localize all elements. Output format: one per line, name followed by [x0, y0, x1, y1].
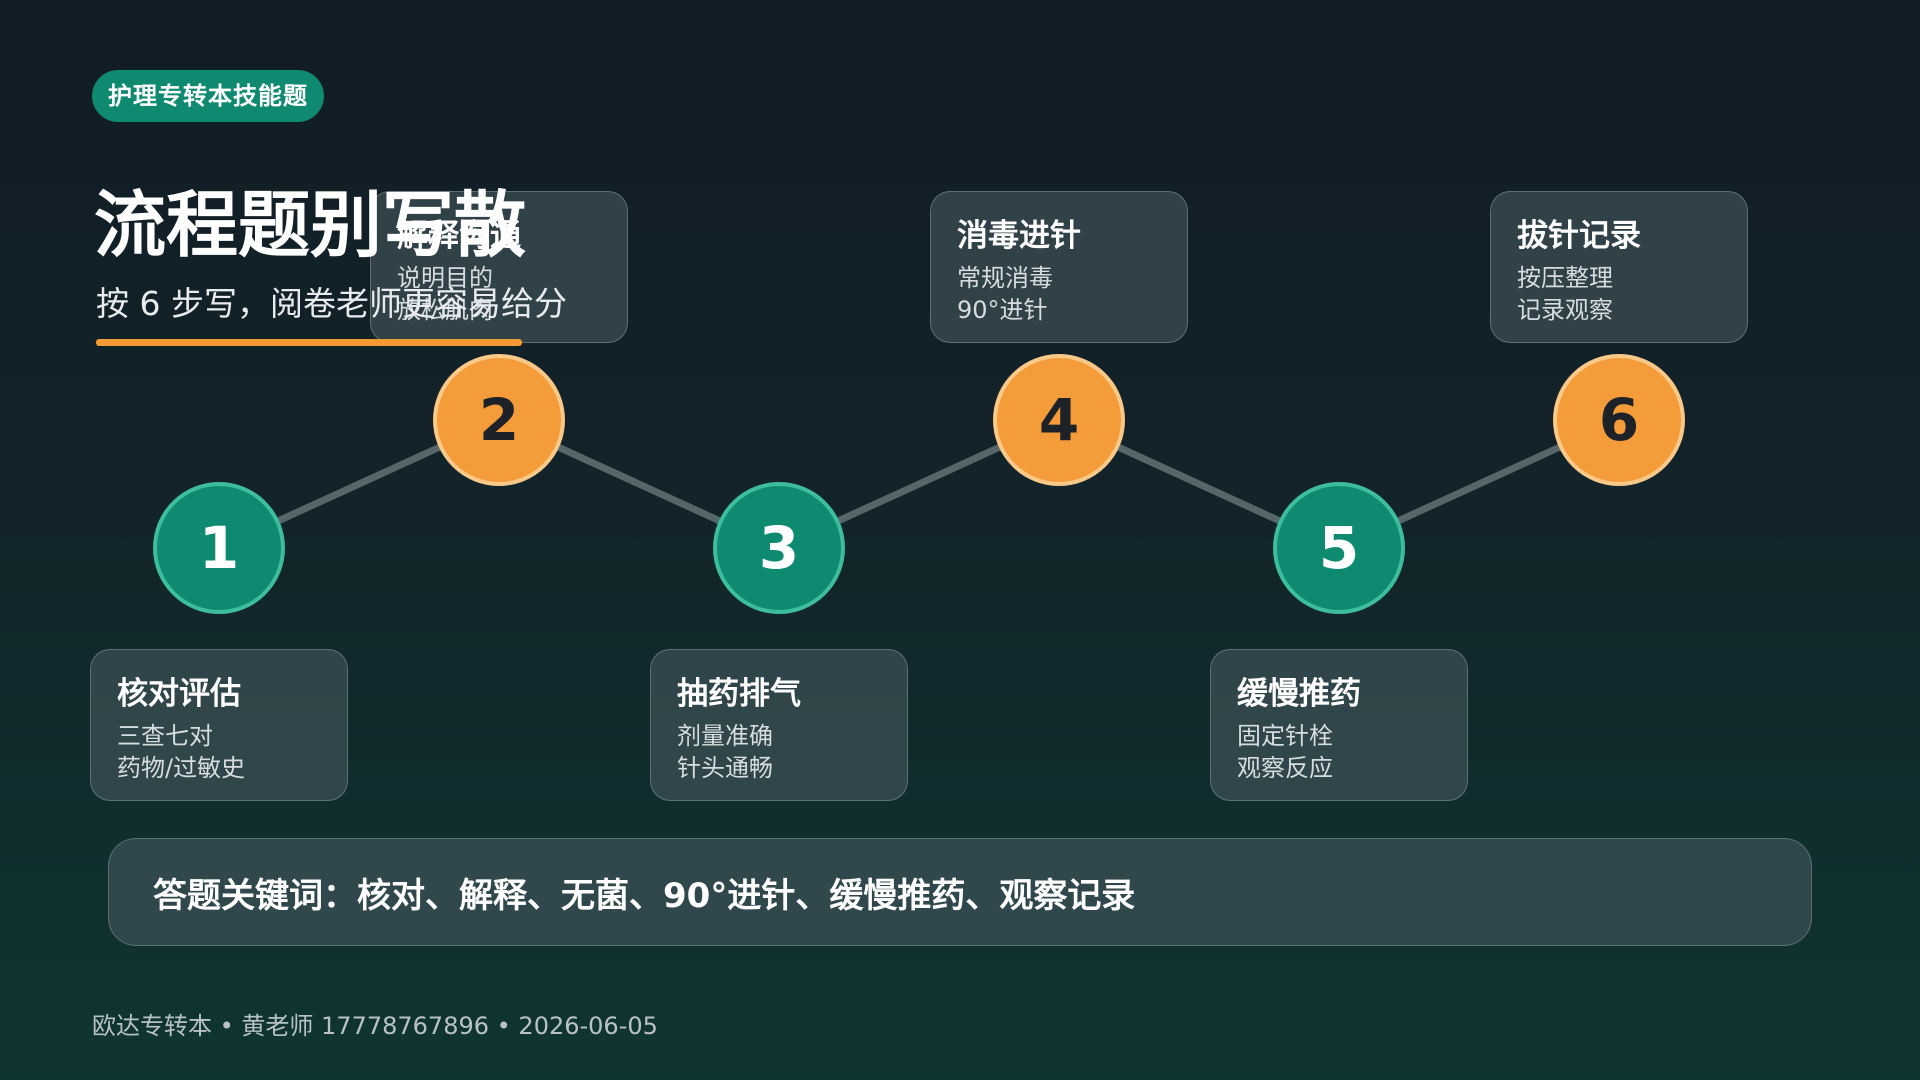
step-card-detail: 常规消毒 — [957, 264, 1053, 292]
step-card-detail: 记录观察 — [1517, 296, 1613, 324]
step-node-1: 1 — [153, 482, 285, 614]
topic-badge: 护理专转本技能题 — [92, 70, 324, 122]
step-card-detail: 三查七对 — [117, 722, 213, 750]
step-node-5: 5 — [1273, 482, 1405, 614]
step-card-detail: 说明目的 — [397, 264, 493, 292]
step-node-4: 4 — [993, 354, 1125, 486]
step-card-detail: 药物/过敏史 — [117, 754, 246, 782]
step-card-detail: 针头通畅 — [677, 754, 773, 782]
page-title: 流程题别写散 — [94, 183, 527, 267]
step-card-detail: 放松肌肉 — [397, 296, 493, 324]
page-subtitle: 按 6 步写，阅卷老师更容易给分 — [96, 284, 567, 323]
step-card-5: 缓慢推药 固定针栓 观察反应 — [1210, 649, 1468, 801]
title-underline — [96, 339, 522, 346]
step-node-2: 2 — [433, 354, 565, 486]
step-card-title: 拔针记录 — [1517, 218, 1641, 254]
step-card-title: 核对评估 — [117, 676, 241, 712]
step-card-6: 拔针记录 按压整理 记录观察 — [1490, 191, 1748, 343]
step-card-title: 抽药排气 — [677, 676, 801, 712]
step-card-detail: 固定针栓 — [1237, 722, 1333, 750]
step-card-title: 缓慢推药 — [1237, 676, 1361, 712]
step-card-1: 核对评估 三查七对 药物/过敏史 — [90, 649, 348, 801]
step-card-detail: 按压整理 — [1517, 264, 1613, 292]
keyword-panel: 答题关键词：核对、解释、无菌、90°进针、缓慢推药、观察记录 — [108, 838, 1812, 946]
step-card-title: 解释沟通 — [397, 218, 521, 254]
step-card-detail: 剂量准确 — [677, 722, 773, 750]
step-card-3: 抽药排气 剂量准确 针头通畅 — [650, 649, 908, 801]
step-card-detail: 90°进针 — [957, 296, 1048, 324]
step-card-2: 解释沟通 说明目的 放松肌肉 — [370, 191, 628, 343]
step-card-detail: 观察反应 — [1237, 754, 1333, 782]
step-node-6: 6 — [1553, 354, 1685, 486]
step-card-4: 消毒进针 常规消毒 90°进针 — [930, 191, 1188, 343]
footer-credits: 欧达专转本 • 黄老师 17778767896 • 2026-06-05 — [92, 1012, 658, 1040]
step-node-3: 3 — [713, 482, 845, 614]
step-card-title: 消毒进针 — [957, 218, 1081, 254]
keyword-text: 答题关键词：核对、解释、无菌、90°进针、缓慢推药、观察记录 — [153, 875, 1136, 916]
